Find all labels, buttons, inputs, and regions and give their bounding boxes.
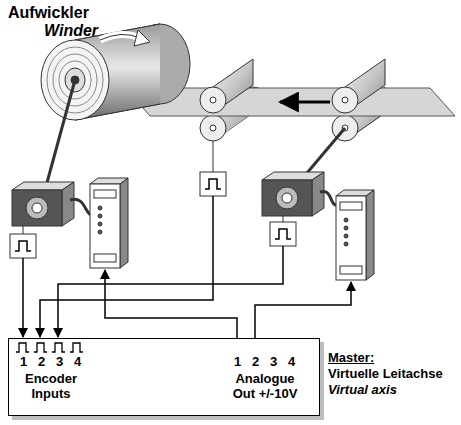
channel-number: 3 (56, 354, 63, 369)
channel-number: 4 (74, 354, 81, 369)
channel-number: 3 (270, 354, 277, 369)
part-title: Winder (44, 22, 98, 40)
channel-number: 2 (38, 354, 45, 369)
controller-box: 1234Encoder Inputs1234Analogue Out +/-10… (8, 338, 320, 416)
channel-number: 1 (20, 354, 27, 369)
channel-number: 2 (252, 354, 259, 369)
channel-number: 1 (234, 354, 241, 369)
master-label: Virtuelle Leitachse (328, 366, 443, 381)
port-label: Analogue Out +/-10V (225, 371, 305, 401)
master-label: Virtual axis (328, 382, 397, 397)
master-heading: Master: (328, 350, 374, 365)
port-label: Encoder Inputs (18, 371, 84, 401)
channel-number: 4 (288, 354, 295, 369)
part-title: Aufwickler (8, 4, 89, 22)
